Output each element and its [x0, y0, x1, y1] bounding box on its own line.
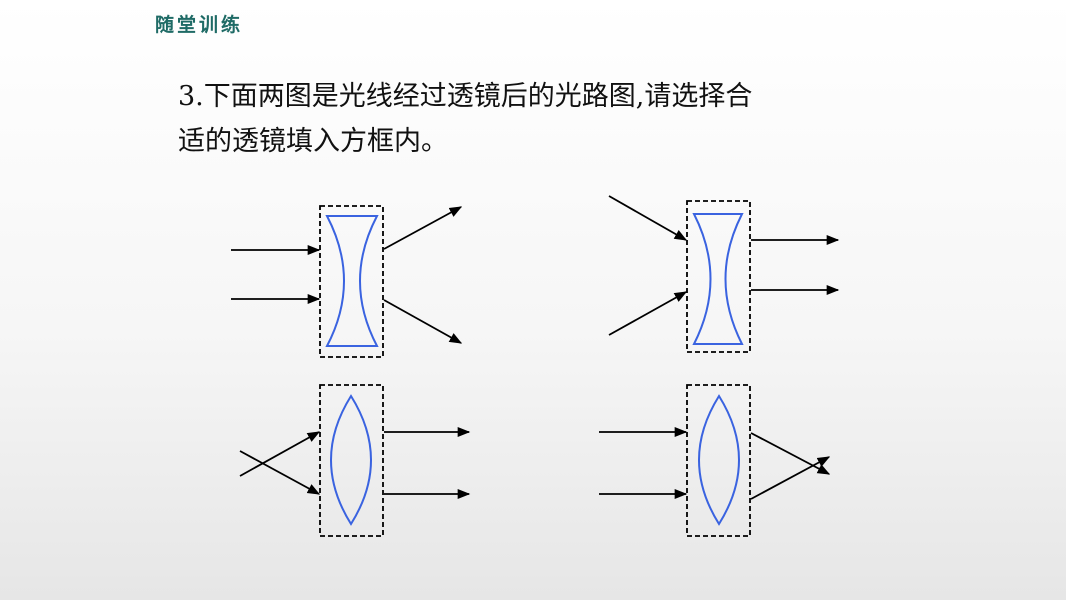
answer-box-bottom-left[interactable] [319, 384, 384, 537]
answer-box-bottom-right[interactable] [686, 384, 751, 537]
answer-box-top-left[interactable] [319, 205, 384, 358]
incident-ray [239, 450, 321, 495]
concave-lens-top-right [692, 213, 744, 345]
convex-lens-bottom-right [698, 394, 740, 526]
concave-lens-top-left [325, 215, 379, 347]
answer-box-top-right[interactable] [686, 200, 751, 353]
convex-lens-bottom-left [330, 394, 372, 526]
refracted-ray [750, 456, 831, 500]
figure-bottom-left [239, 384, 471, 537]
incident-ray [608, 195, 688, 241]
question-text: 3.下面两图是光线经过透镜后的光路图,请选择合 适的透镜填入方框内。 [178, 74, 878, 164]
figure-top-left [231, 205, 463, 358]
incident-ray [608, 291, 688, 336]
figure-bottom-right [599, 384, 831, 537]
refracted-ray [383, 206, 463, 250]
question-line-2: 适的透镜填入方框内。 [178, 126, 448, 157]
figure-top-right [608, 195, 840, 353]
question-line-1: 3.下面两图是光线经过透镜后的光路图,请选择合 [178, 81, 753, 112]
section-tag: 随堂训练 [155, 14, 244, 36]
refracted-ray [750, 432, 831, 475]
refracted-ray [383, 299, 463, 344]
incident-ray [239, 431, 321, 477]
